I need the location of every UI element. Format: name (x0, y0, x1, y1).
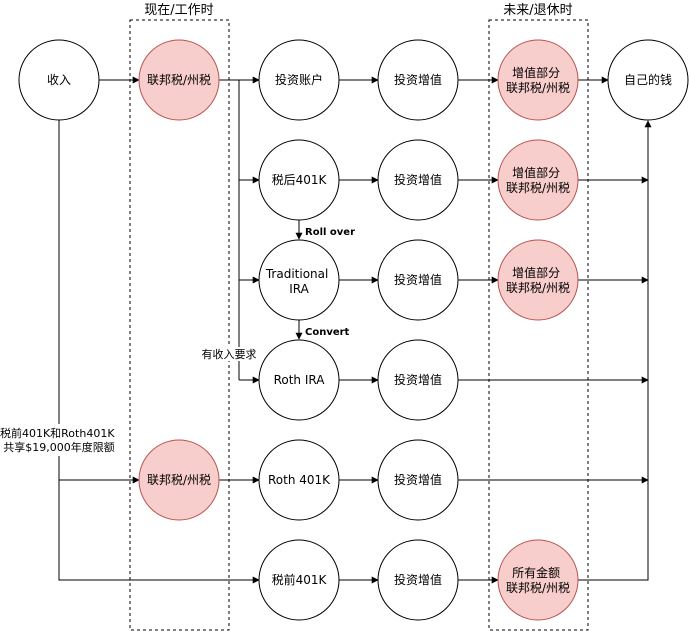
node-pretax-401k-label: 税前401K (272, 572, 328, 587)
node-tax-gain-1-line-2: 联邦税/州税 (506, 81, 570, 95)
shared-limit-label: 税前401K和Roth401K 共享$19,000年度限额 (0, 426, 118, 454)
group-now-title: 现在/工作时 (144, 3, 213, 18)
node-tax-top-label: 联邦税/州税 (147, 73, 211, 87)
edge-tax-all-to-own (578, 120, 652, 581)
node-own-money-label: 自己的钱 (624, 72, 672, 87)
node-tax-gain-1: 增值部分 联邦税/州税 (497, 39, 579, 121)
node-growth-1-label: 投资增值 (394, 72, 442, 87)
node-roth-401k-label: Roth 401K (268, 473, 331, 487)
node-trad-ira-line-1: Traditional (265, 267, 328, 281)
node-tax-top: 联邦税/州税 (138, 39, 220, 121)
node-growth-5-label: 投资增值 (394, 472, 442, 487)
node-trad-ira: Traditional IRA (258, 239, 340, 321)
node-tax-mid: 联邦税/州税 (138, 439, 220, 521)
group-future-box (488, 19, 589, 631)
node-growth-2: 投资增值 (377, 139, 459, 221)
node-pretax-401k: 税前401K (258, 539, 340, 621)
node-growth-3: 投资增值 (377, 239, 459, 321)
node-growth-3-label: 投资增值 (394, 272, 442, 287)
node-growth-5: 投资增值 (377, 439, 459, 521)
edges (58, 76, 652, 584)
node-roth-401k: Roth 401K (258, 439, 340, 521)
nodes: 收入 联邦税/州税 联邦税/州税 投资账户 税后401K Traditional… (18, 39, 689, 621)
node-growth-6: 投资增值 (377, 539, 459, 621)
node-growth-4-label: 投资增值 (394, 372, 442, 387)
group-future-title: 未来/退休时 (503, 3, 572, 18)
node-growth-4: 投资增值 (377, 339, 459, 421)
node-after-tax-401k: 税后401K (258, 139, 340, 221)
shared-limit-label-bg (0, 424, 120, 456)
node-income: 收入 (18, 39, 100, 121)
node-brokerage: 投资账户 (258, 39, 340, 121)
node-tax-mid-label: 联邦税/州税 (147, 473, 211, 487)
node-tax-gain-1-label: 增值部分 联邦税/州税 (506, 65, 570, 95)
node-tax-gain-3-line-2: 联邦税/州税 (506, 281, 570, 295)
node-after-tax-401k-label: 税后401K (272, 173, 328, 187)
income-requirement-label: 有收入要求 (202, 347, 257, 361)
shared-limit-line-2: 共享$19,000年度限额 (3, 440, 115, 454)
node-tax-gain-3-line-1: 增值部分 (512, 265, 560, 280)
convert-label: Convert (305, 327, 350, 338)
node-tax-all-label: 所有金额 联邦税/州税 (506, 565, 570, 595)
income-requirement-label-bg (200, 347, 258, 361)
node-tax-gain-2-line-2: 联邦税/州税 (506, 181, 570, 195)
node-roth-ira: Roth IRA (258, 339, 340, 421)
node-tax-gain-2: 增值部分 联邦税/州税 (497, 139, 579, 221)
node-tax-gain-2-line-1: 增值部分 (512, 165, 560, 180)
node-tax-gain-3: 增值部分 联邦税/州税 (497, 239, 579, 321)
edge-income-bus (58, 120, 260, 584)
node-income-label: 收入 (47, 73, 71, 87)
node-tax-all-line-2: 联邦税/州税 (506, 581, 570, 595)
node-tax-gain-3-label: 增值部分 联邦税/州税 (506, 265, 570, 295)
group-now-box (129, 19, 230, 631)
node-own-money: 自己的钱 (607, 39, 689, 121)
node-tax-all-line-1: 所有金额 (512, 565, 560, 580)
roll-over-label: Roll over (305, 227, 355, 238)
node-trad-ira-label: Traditional IRA (265, 267, 332, 296)
node-growth-2-label: 投资增值 (394, 172, 442, 187)
node-tax-gain-1-line-1: 增值部分 (512, 65, 560, 80)
node-growth-1: 投资增值 (377, 39, 459, 121)
node-growth-6-label: 投资增值 (394, 572, 442, 587)
node-trad-ira-line-2: IRA (289, 282, 309, 296)
group-future: 未来/退休时 (488, 3, 589, 631)
group-now: 现在/工作时 (129, 3, 230, 631)
node-tax-gain-2-label: 增值部分 联邦税/州税 (506, 165, 570, 195)
node-roth-ira-label: Roth IRA (274, 373, 326, 387)
shared-limit-line-1: 税前401K和Roth401K (0, 426, 115, 440)
node-brokerage-label: 投资账户 (275, 72, 323, 87)
edge-labels: Roll over Convert 有收入要求 税前401K和Roth401K … (0, 227, 355, 456)
node-tax-all: 所有金额 联邦税/州税 (497, 539, 579, 621)
